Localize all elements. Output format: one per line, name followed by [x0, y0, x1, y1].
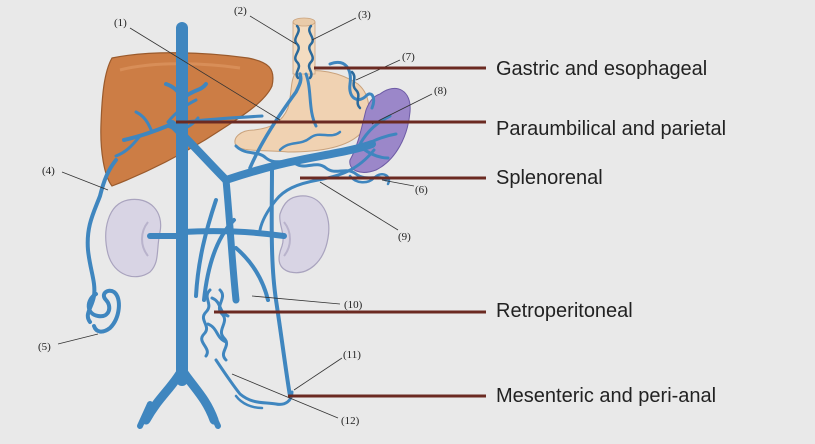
label-8: (8)	[434, 85, 447, 97]
category-pointers	[176, 66, 486, 398]
label-4: (4)	[42, 165, 55, 177]
number-labels: (1) (2) (3) (4) (5) (6) (7) (8) (9) (10)…	[38, 5, 447, 427]
category-captions: Gastric and esophageal Paraumbilical and…	[496, 58, 726, 407]
caption-gastric-esophageal: Gastric and esophageal	[496, 58, 707, 80]
label-11: (11)	[343, 349, 361, 361]
label-10: (10)	[344, 299, 363, 311]
label-7: (7)	[402, 51, 415, 63]
label-12: (12)	[341, 415, 360, 427]
caption-paraumbilical-parietal: Paraumbilical and parietal	[496, 118, 726, 140]
label-5: (5)	[38, 341, 51, 353]
right-kidney	[278, 195, 330, 274]
label-9: (9)	[398, 231, 411, 243]
left-kidney	[105, 198, 162, 278]
label-3: (3)	[358, 9, 371, 21]
label-1: (1)	[114, 17, 127, 29]
caption-retroperitoneal: Retroperitoneal	[496, 300, 633, 322]
label-2: (2)	[234, 5, 247, 17]
caption-splenorenal: Splenorenal	[496, 167, 603, 189]
caption-mesenteric-perianal: Mesenteric and peri-anal	[496, 385, 716, 407]
label-6: (6)	[415, 184, 428, 196]
esophagus	[292, 17, 316, 80]
